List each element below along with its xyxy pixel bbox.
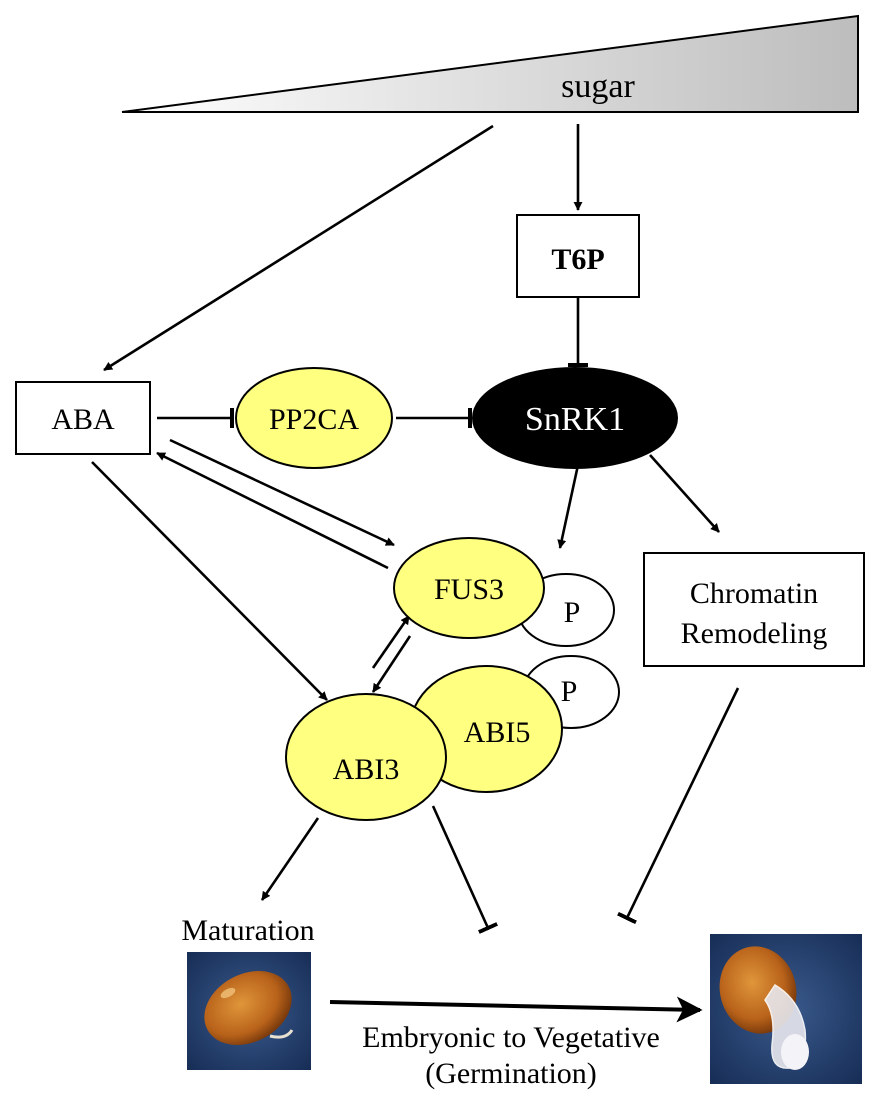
- snrk1-node: [472, 367, 678, 469]
- edge-embryonic-to-vegetative: [329, 996, 703, 1023]
- aba-label: ABA: [51, 403, 115, 436]
- fus3-node: [393, 537, 545, 639]
- edge-abi3-to-maturation: [260, 817, 320, 901]
- abi3-label: ABI3: [333, 753, 400, 786]
- edge-sugar-to-aba: [103, 124, 494, 372]
- abi5-label: ABI5: [464, 716, 531, 749]
- edge-aba-to-abi3: [91, 461, 328, 701]
- pp2ca-label: PP2CA: [269, 403, 359, 436]
- germinating-seed-image: [710, 934, 862, 1084]
- sugar-label: sugar: [561, 68, 635, 105]
- aba-box: [15, 381, 151, 455]
- t6p-box: [516, 214, 640, 298]
- chromatin-remodeling-box: [643, 552, 865, 667]
- edge-abi3-to-fus3: [371, 615, 411, 669]
- edge-snrk1-to-chromatin: [649, 454, 720, 533]
- maturation-label: Maturation: [181, 914, 314, 947]
- abi5-phospho-label: P: [561, 675, 578, 708]
- edge-snrk1-to-fus3: [557, 464, 580, 549]
- edge-aba-to-fus3: [169, 438, 395, 547]
- fus3-phospho-label: P: [564, 596, 581, 629]
- transition-label-line1: Embryonic to Vegetative: [362, 1021, 660, 1054]
- edge-fus3-to-aba: [156, 451, 389, 570]
- chromatin-label-line1: Chromatin: [690, 577, 818, 610]
- sugar-gradient-wedge: [121, 14, 859, 113]
- edge-abi-inhibits-germination: [431, 805, 498, 934]
- edge-fus3-to-abi3: [371, 635, 412, 693]
- snrk1-label: SnRK1: [525, 401, 625, 438]
- t6p-label: T6P: [551, 243, 604, 276]
- edge-chromatin-inhibits-germination: [617, 687, 740, 925]
- pp2ca-node: [235, 367, 393, 469]
- transition-label-line2: (Germination): [425, 1057, 597, 1090]
- mature-seed-image: [187, 952, 311, 1070]
- fus3-label: FUS3: [434, 573, 504, 606]
- abi3-node: [285, 693, 447, 821]
- chromatin-label-line2: Remodeling: [681, 617, 828, 650]
